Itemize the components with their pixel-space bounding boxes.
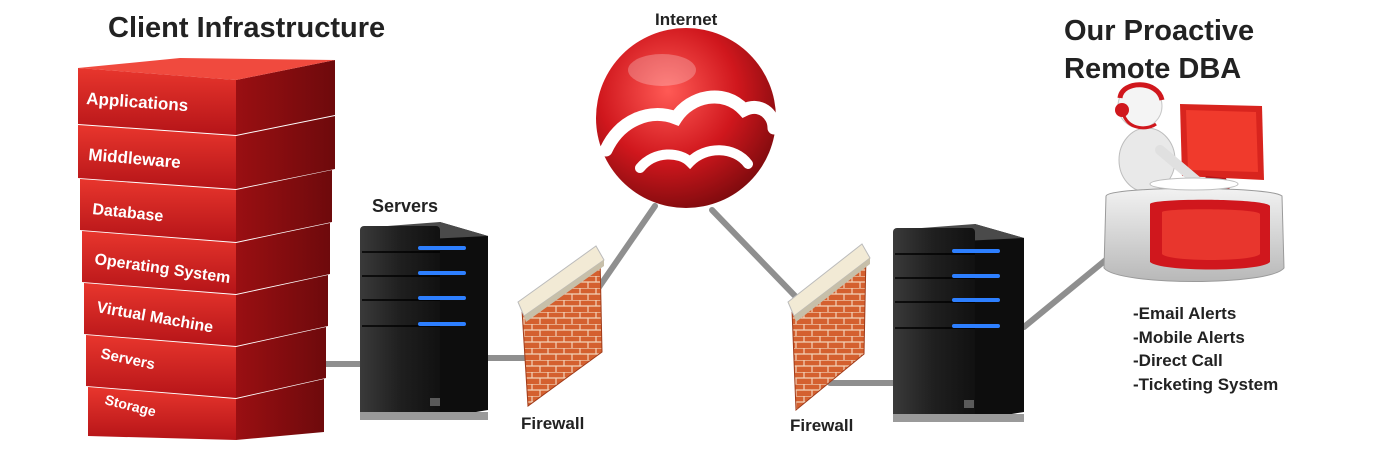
firewall-label: Firewall [790,416,854,435]
cable-firewall-to-internet [594,203,658,293]
remote-dba-title: Our Proactive Remote DBA [1064,12,1254,88]
firewall-icon [517,245,605,407]
firewall-icon [787,243,871,412]
dba-services-list: -Email Alerts -Mobile Alerts -Direct Cal… [1133,302,1278,396]
service-item: -Direct Call [1133,351,1223,370]
stack-layer: Operating System [82,223,330,294]
stack-layer: Applications [78,58,335,135]
service-item: -Email Alerts [1133,304,1237,323]
stack-layer: Middleware [78,116,335,189]
internet-label: Internet [655,10,718,29]
remote-dba-title-line: Remote DBA [1064,53,1242,85]
remote-dba-operator-icon [1103,82,1285,282]
stack-layer: Database [80,170,332,242]
service-item: -Ticketing System [1133,374,1279,394]
stack-layer: Storage [88,379,324,440]
internet-globe-icon [596,28,781,208]
cable-internet-to-firewall [709,207,800,301]
infrastructure-stack: Applications Middleware Database Operati… [78,58,335,440]
stack-layer: Servers [86,327,326,398]
stack-layer: Virtual Machine [84,275,328,346]
client-infrastructure-title: Client Infrastructure [108,12,386,44]
firewall-label: Firewall [521,414,585,433]
server-icon [360,222,488,420]
service-item: -Mobile Alerts [1133,327,1245,347]
server-icon [893,224,1024,422]
remote-dba-title-line: Our Proactive [1064,15,1255,47]
servers-label: Servers [372,196,439,216]
